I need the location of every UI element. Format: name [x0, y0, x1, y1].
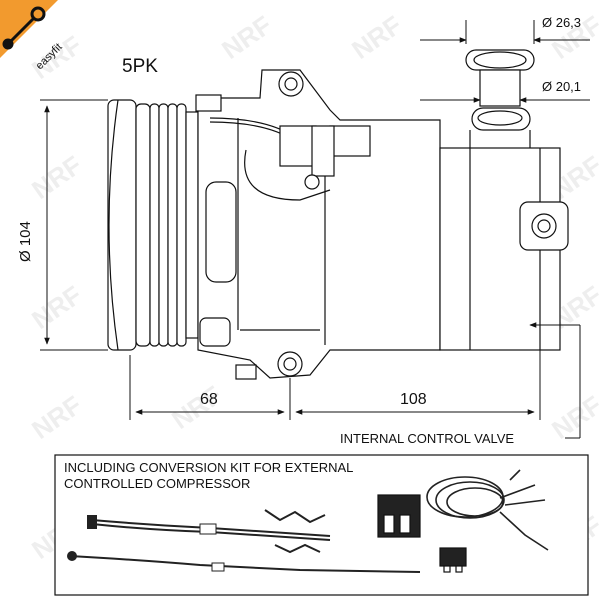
watermark-text: NRF	[26, 390, 87, 445]
pulley-grooves	[135, 103, 187, 347]
pulley	[107, 99, 199, 351]
wiring-harness-illustration	[67, 509, 421, 573]
kit-title-line2: CONTROLLED COMPRESSOR	[64, 476, 250, 491]
front-length-label: 68	[200, 391, 218, 408]
watermark-text: NRF	[26, 150, 87, 205]
fuse-illustration	[439, 547, 467, 573]
compressor-body	[195, 69, 441, 380]
watermark-text: NRF	[546, 390, 607, 445]
conversion-kit-box: INCLUDING CONVERSION KIT FOR EXTERNAL CO…	[54, 454, 589, 596]
watermark-text: NRF	[166, 380, 227, 435]
large-port-diameter-label: Ø 26,3	[542, 15, 581, 30]
connector-plug-illustration	[377, 494, 421, 538]
rear-housing	[439, 147, 569, 351]
small-port-diameter-label: Ø 20,1	[542, 79, 581, 94]
watermark-text: NRF	[216, 10, 277, 65]
belt-type-label: 5PK	[122, 56, 158, 77]
kit-title-line1: INCLUDING CONVERSION KIT FOR EXTERNAL	[64, 460, 353, 475]
electrical-connector	[209, 117, 371, 201]
watermark-text: NRF	[26, 280, 87, 335]
dimension-lines	[40, 20, 590, 439]
service-ports	[465, 49, 535, 148]
watermark-text: NRF	[346, 10, 407, 65]
cable-bundle-illustration	[426, 469, 549, 551]
pulley-diameter-label: Ø 104	[17, 221, 34, 262]
control-valve-label: INTERNAL CONTROL VALVE	[340, 431, 514, 446]
wrench-icon	[2, 6, 46, 50]
body-length-label: 108	[400, 391, 427, 408]
